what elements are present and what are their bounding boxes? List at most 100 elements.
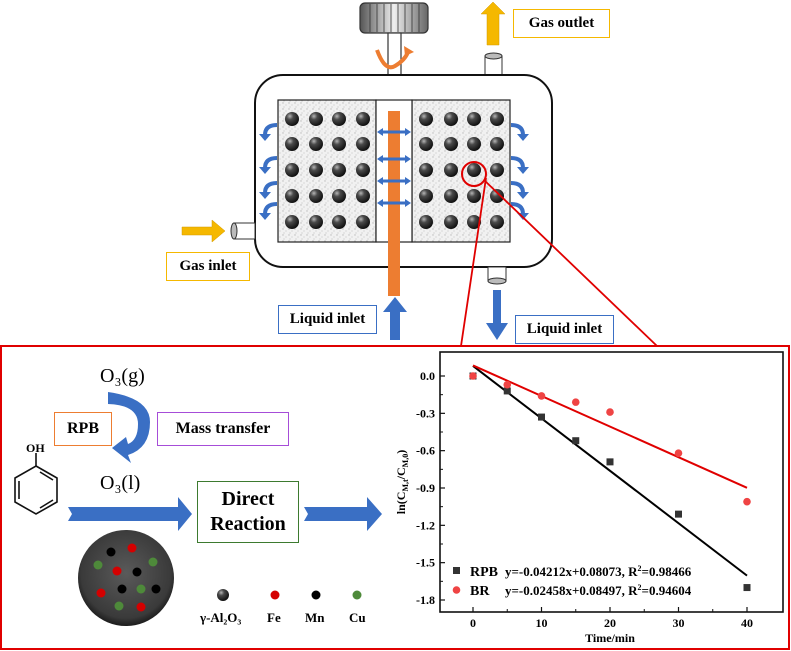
double-arrow-icon — [377, 199, 411, 207]
y-tick-label: -1.2 — [416, 518, 435, 532]
data-point-rpb — [503, 387, 511, 395]
metal-dot — [136, 584, 146, 594]
legend-mn-marker — [311, 590, 321, 600]
curved-flow-arrow-icon — [263, 123, 278, 136]
catalyst-ball — [444, 189, 458, 203]
metal-dot — [106, 547, 116, 557]
x-axis-label: Time/min — [585, 631, 635, 645]
data-point-br — [674, 449, 683, 457]
catalyst-particle — [78, 530, 174, 626]
double-arrow-icon — [377, 155, 411, 163]
y-tick-label: -0.3 — [416, 406, 435, 420]
direct-reaction-line1: Direct — [221, 488, 275, 510]
catalyst-ball — [356, 137, 370, 151]
catalyst-ball — [444, 163, 458, 177]
legend-fe-label: Fe — [267, 610, 281, 625]
reaction-arrow-2 — [304, 497, 382, 531]
catalyst-ball — [332, 189, 346, 203]
gas-outlet-label: Gas outlet — [513, 9, 610, 38]
gas-inlet-label: Gas inlet — [166, 252, 250, 281]
y-tick-label: -1.8 — [416, 593, 435, 607]
catalyst-ball — [467, 189, 481, 203]
y-tick-label: -1.5 — [416, 556, 435, 570]
x-tick-label: 30 — [673, 616, 685, 630]
catalyst-ball — [419, 137, 433, 151]
catalyst-ball — [285, 189, 299, 203]
curved-flow-arrow-icon — [510, 156, 525, 169]
catalyst-ball — [332, 215, 346, 229]
data-point-br — [537, 392, 546, 400]
mass-transfer-arrow-icon — [108, 392, 150, 463]
x-tick-label: 0 — [470, 616, 476, 630]
catalyst-ball — [356, 215, 370, 229]
data-point-br — [469, 372, 477, 380]
metal-dots — [93, 543, 161, 612]
double-arrow-icon — [377, 128, 411, 136]
catalyst-ball — [444, 137, 458, 151]
catalyst-ball — [285, 215, 299, 229]
catalyst-ball — [309, 112, 323, 126]
direct-reaction-box: Direct Reaction — [197, 481, 299, 543]
liquid-inlet-label-right: Liquid inlet — [515, 315, 614, 344]
y-axis-label: ln(CM,t/CM,0) — [394, 450, 410, 514]
metal-dot — [93, 560, 103, 570]
data-point-rpb — [538, 413, 545, 421]
y-tick-label: 0.0 — [420, 369, 435, 383]
curved-flow-arrow-icon — [263, 181, 278, 194]
catalyst-ball — [356, 112, 370, 126]
mass-transfer-box: Mass transfer — [157, 412, 289, 446]
curved-flow-arrow-icon — [263, 156, 278, 169]
catalyst-ball — [285, 112, 299, 126]
radial-flow-arrows — [377, 128, 411, 207]
metal-dot — [151, 584, 161, 594]
catalyst-ball — [444, 215, 458, 229]
phenol-molecule — [14, 453, 58, 515]
curved-flow-arrow-icon — [510, 202, 525, 215]
catalyst-balls — [285, 112, 504, 229]
zoom-panel-frame — [0, 345, 790, 650]
legend-equation: y=-0.04212x+0.08073, R2=0.98466 — [505, 564, 692, 579]
catalyst-ball — [467, 137, 481, 151]
liquid-inlet-label-left: Liquid inlet — [278, 305, 377, 334]
catalyst-ball — [419, 215, 433, 229]
metal-dot — [112, 566, 122, 576]
legend-equation: y=-0.02458x+0.08497, R2=0.94604 — [505, 583, 692, 598]
y-tick-label: -0.9 — [416, 481, 435, 495]
motor-knob — [359, 2, 429, 34]
metal-dot — [136, 602, 146, 612]
metal-dot — [96, 588, 106, 598]
fit-line-br — [472, 364, 748, 489]
catalyst-ball — [444, 112, 458, 126]
y-tick-label: -0.6 — [416, 444, 435, 458]
catalyst-ball — [490, 215, 504, 229]
data-point-rpb — [606, 458, 614, 466]
data-point-br — [571, 398, 580, 406]
catalyst-ball — [419, 112, 433, 126]
catalyst-ball — [467, 112, 481, 126]
data-point-br — [606, 408, 614, 416]
catalyst-ball — [309, 215, 323, 229]
liquid-inlet-arrow-icon — [383, 297, 407, 340]
catalyst-ball — [332, 137, 346, 151]
catalyst-ball — [419, 189, 433, 203]
metal-dot — [148, 557, 158, 567]
catalyst-ball — [309, 137, 323, 151]
catalyst-ball — [490, 112, 504, 126]
metal-dot — [127, 543, 137, 553]
data-point-br — [503, 380, 512, 389]
curved-flow-arrow-icon — [263, 202, 278, 215]
x-tick-label: 10 — [536, 616, 548, 630]
catalyst-ball — [332, 112, 346, 126]
x-tick-label: 40 — [741, 616, 753, 630]
zoom-line-right — [483, 179, 658, 347]
catalyst-ball — [467, 163, 481, 177]
rotation-arrow-icon — [375, 49, 410, 70]
double-arrow-icon — [377, 177, 411, 185]
phenol-oh-label: OH — [26, 441, 45, 455]
legend-series-name: BR — [470, 584, 490, 599]
catalyst-ball — [490, 163, 504, 177]
legend-cu-label: Cu — [349, 610, 366, 625]
catalyst-ball — [419, 163, 433, 177]
